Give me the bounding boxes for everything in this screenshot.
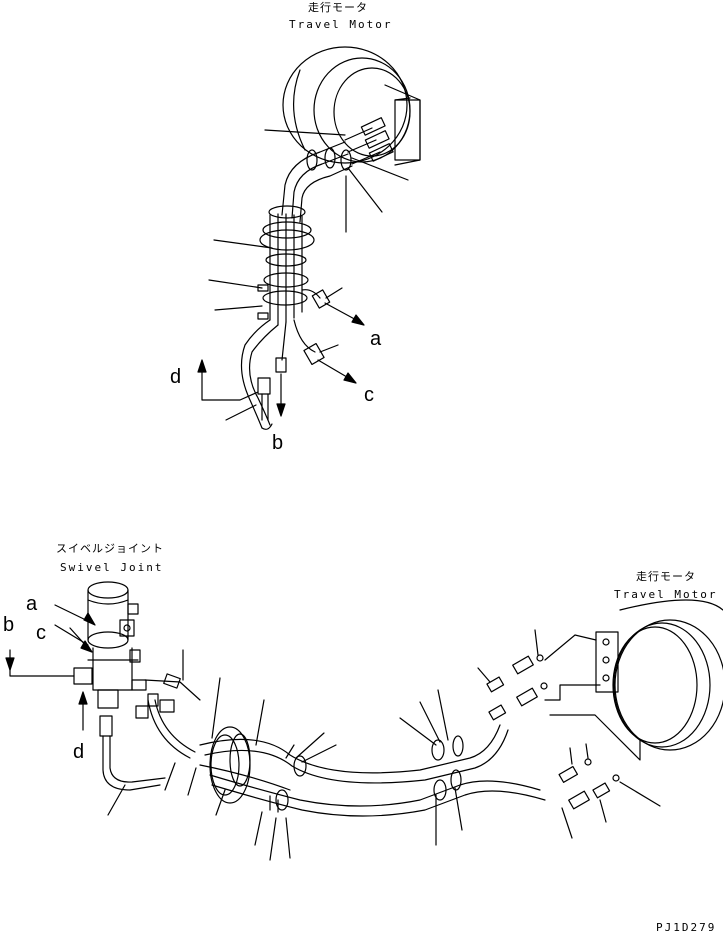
top-hose-bundle bbox=[240, 141, 353, 430]
swivel-joint-label-jp: スイベルジョイント bbox=[56, 542, 164, 555]
swivel-hoses bbox=[99, 673, 201, 791]
top-travel-motor-label-jp: 走行モータ bbox=[308, 1, 368, 14]
top-ref-d: d bbox=[170, 366, 182, 388]
top-travel-motor bbox=[282, 46, 421, 166]
drawing-code: PJ1D279 bbox=[656, 921, 717, 934]
bottom-travel-motor-label-en: Travel Motor bbox=[614, 588, 718, 601]
top-ref-a: a bbox=[370, 328, 382, 350]
bottom-travel-motor bbox=[544, 599, 723, 761]
bottom-leader-lines bbox=[54, 604, 661, 861]
top-direction-arrows bbox=[197, 302, 365, 417]
top-ref-b: b bbox=[272, 432, 284, 454]
top-travel-motor-label-en: Travel Motor bbox=[289, 18, 393, 31]
bottom-ref-b: b bbox=[3, 614, 15, 636]
swivel-joint-label-en: Swivel Joint bbox=[60, 561, 164, 574]
top-motor-fittings bbox=[344, 117, 394, 165]
bottom-ref-a: a bbox=[26, 593, 38, 615]
bottom-ref-d: d bbox=[73, 741, 85, 763]
bottom-hose-bundle bbox=[199, 724, 546, 817]
bottom-travel-motor-label-jp: 走行モータ bbox=[636, 570, 696, 583]
bottom-direction-arrows bbox=[5, 612, 96, 731]
bottom-ref-c: c bbox=[36, 622, 46, 644]
top-ref-c: c bbox=[364, 384, 374, 406]
bottom-fittings bbox=[486, 654, 620, 810]
top-leader-lines bbox=[208, 129, 409, 421]
